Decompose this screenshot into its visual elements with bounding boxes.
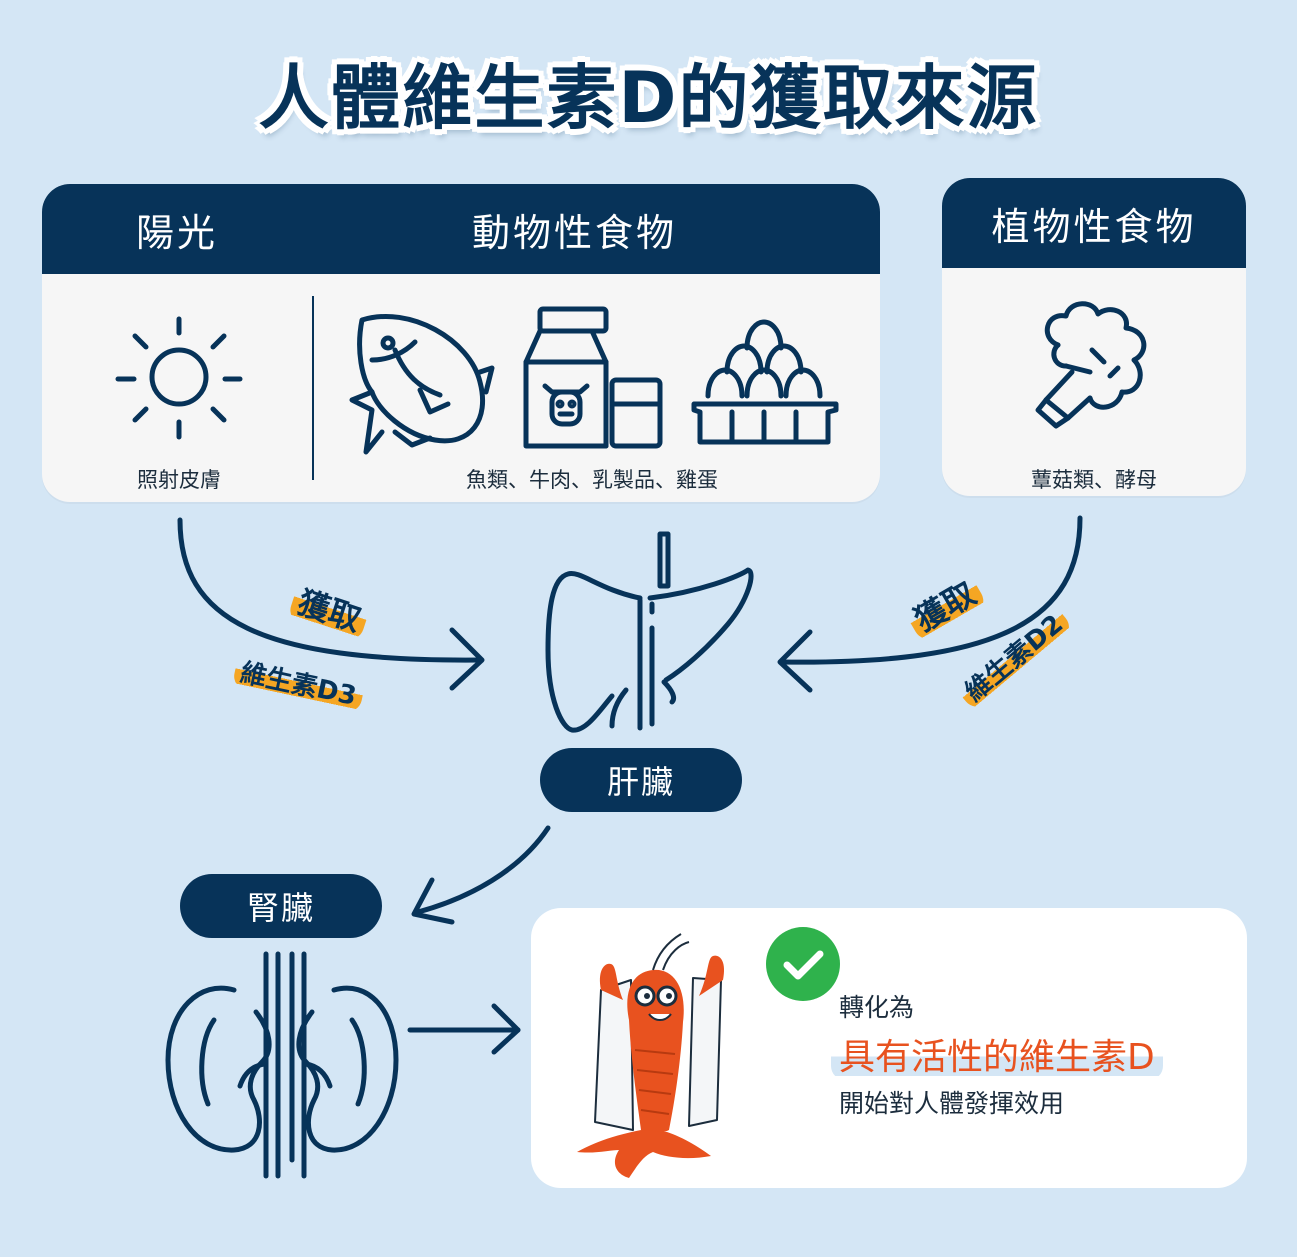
page-title: 人體維生素D的獲取來源 — [258, 57, 1039, 139]
plant-card: 植物性食物 蕈菇類、酵母 — [942, 178, 1246, 496]
sunlight-label: 陽光 — [136, 210, 219, 255]
left-arrowhead — [449, 627, 485, 691]
result-line1: 轉化為 — [839, 993, 915, 1022]
eggs-icon — [691, 319, 839, 445]
liver-kidney-arrowhead — [411, 877, 455, 925]
card-divider — [312, 296, 314, 480]
fish-icon — [349, 313, 495, 455]
animal-food-caption: 魚類、牛肉、乳製品、雞蛋 — [466, 468, 718, 492]
sunlight-caption: 照射皮膚 — [137, 468, 221, 492]
check-icon — [766, 927, 840, 1001]
right-arrow — [779, 515, 1083, 665]
right-arrowhead — [777, 629, 813, 693]
shrimp-mascot-icon — [577, 933, 725, 1178]
plant-food-caption: 蕈菇類、酵母 — [1031, 468, 1157, 492]
milk-carton-icon — [523, 306, 663, 449]
sun-icon — [115, 316, 243, 440]
animal-sun-card: 陽光 動物性食物 照射皮膚 魚類、牛肉、乳製品、雞蛋 — [42, 184, 880, 502]
left-arrow — [177, 517, 483, 663]
broccoli-icon — [1035, 301, 1147, 429]
animal-food-label: 動物性食物 — [472, 210, 678, 255]
plant-food-label: 植物性食物 — [991, 204, 1197, 249]
kidney-icon — [165, 951, 399, 1179]
liver-label: 肝臟 — [540, 748, 742, 812]
result-line3: 開始對人體發揮效用 — [839, 1089, 1065, 1118]
plant-card-header: 植物性食物 — [942, 178, 1246, 268]
kidney-label: 腎臟 — [180, 874, 382, 938]
result-card: 轉化為 具有活性的維生素D 開始對人體發揮效用 — [531, 908, 1247, 1188]
liver-icon — [545, 531, 754, 733]
animal-sun-card-header: 陽光 動物性食物 — [42, 184, 880, 274]
kidney-result-arrowhead — [491, 1003, 521, 1055]
result-line2: 具有活性的維生素D — [831, 1028, 1163, 1080]
liver-kidney-arrow — [415, 825, 551, 915]
